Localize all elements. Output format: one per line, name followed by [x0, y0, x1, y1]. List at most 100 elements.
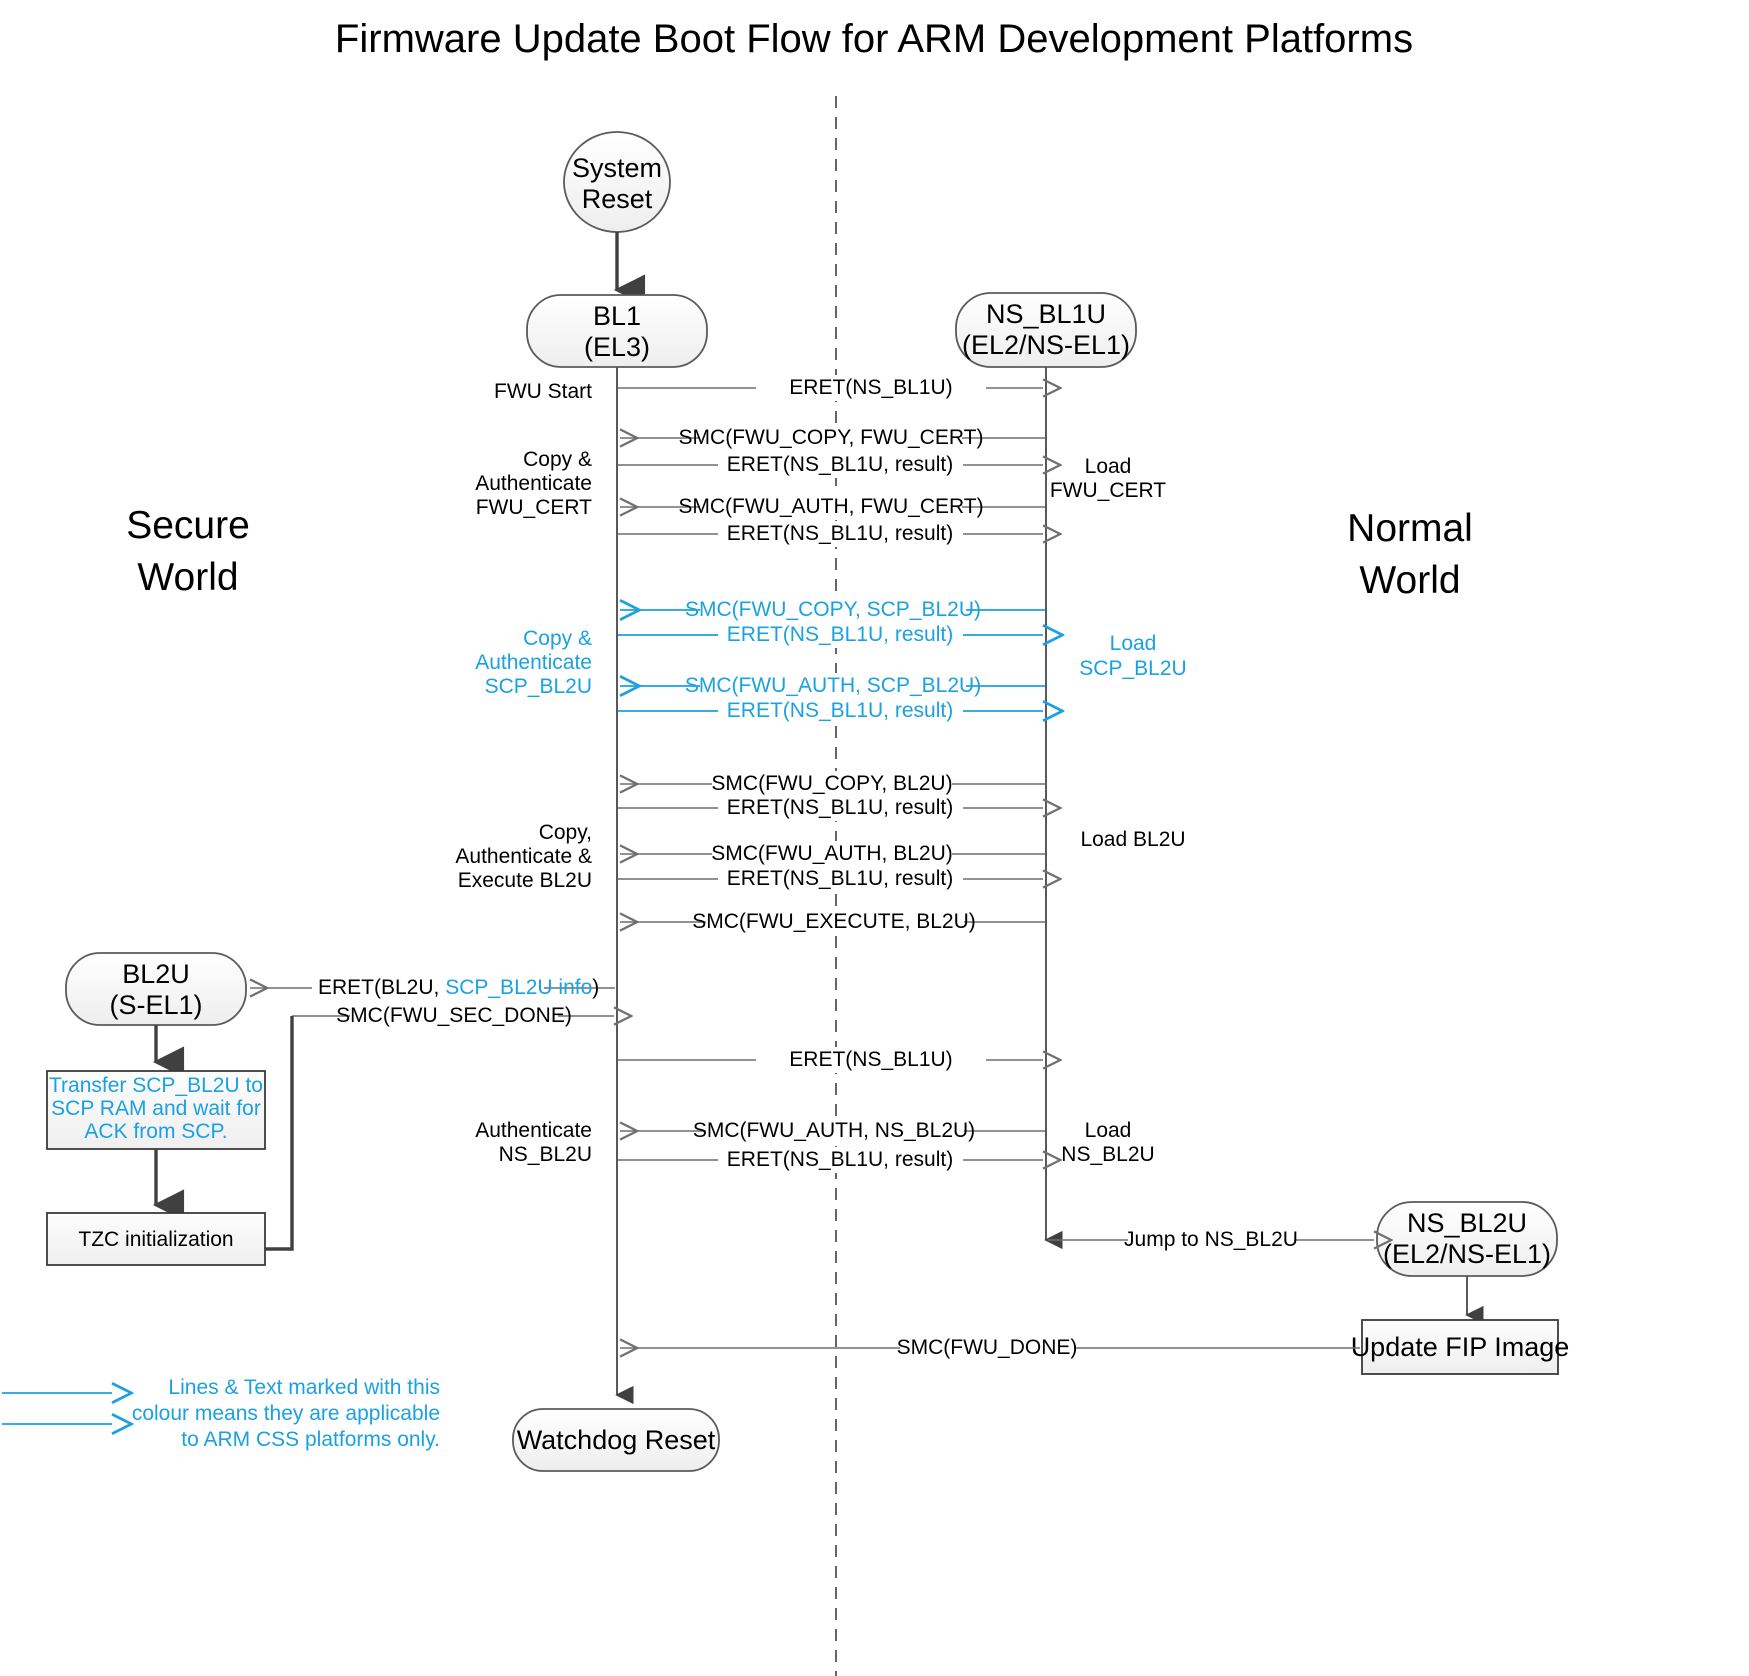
secure-world-label: Secure World: [126, 504, 250, 599]
svg-text:SCP_BL2U: SCP_BL2U: [485, 675, 592, 698]
svg-text:(EL3): (EL3): [584, 332, 650, 362]
svg-text:ACK from SCP.: ACK from SCP.: [84, 1120, 227, 1143]
svg-text:Transfer SCP_BL2U to: Transfer SCP_BL2U to: [49, 1074, 263, 1097]
m15-part-c: ): [592, 976, 599, 999]
message-m3: ERET(NS_BL1U, result): [618, 452, 1043, 478]
svg-text:Normal: Normal: [1347, 507, 1473, 550]
svg-text:Update FIP Image: Update FIP Image: [1351, 1332, 1570, 1362]
message-m4: SMC(FWU_AUTH, FWU_CERT): [620, 494, 1045, 520]
svg-text:(S-EL1): (S-EL1): [109, 990, 202, 1020]
svg-text:FWU_CERT: FWU_CERT: [1050, 479, 1166, 502]
svg-text:SMC(FWU_COPY, FWU_CERT): SMC(FWU_COPY, FWU_CERT): [679, 426, 984, 449]
svg-text:Authenticate: Authenticate: [475, 1119, 592, 1142]
svg-text:SMC(FWU_AUTH, NS_BL2U): SMC(FWU_AUTH, NS_BL2U): [693, 1119, 975, 1142]
message-m20: Jump to NS_BL2U: [1048, 1227, 1374, 1253]
svg-text:(EL2/NS-EL1): (EL2/NS-EL1): [962, 330, 1130, 360]
legend-line-3: to ARM CSS platforms only.: [181, 1428, 440, 1451]
svg-text:SMC(FWU_EXECUTE, BL2U): SMC(FWU_EXECUTE, BL2U): [692, 910, 976, 933]
side-label-copy-auth-scpbl2u: Copy & Authenticate SCP_BL2U: [475, 627, 592, 698]
svg-text:Copy &: Copy &: [523, 448, 592, 471]
legend-line-1: Lines & Text marked with this: [168, 1376, 440, 1399]
message-m6: SMC(FWU_COPY, SCP_BL2U): [620, 597, 1045, 623]
svg-text:BL1: BL1: [593, 301, 641, 331]
svg-text:ERET(BL2U, SCP_BL2U info): ERET(BL2U, SCP_BL2U info): [318, 976, 599, 999]
svg-text:ERET(NS_BL1U, result): ERET(NS_BL1U, result): [727, 796, 953, 819]
svg-text:Execute BL2U: Execute BL2U: [458, 869, 592, 892]
svg-text:Watchdog Reset: Watchdog Reset: [517, 1425, 716, 1455]
svg-text:ERET(NS_BL1U): ERET(NS_BL1U): [789, 1048, 952, 1071]
svg-text:Secure: Secure: [126, 504, 250, 547]
node-system-reset[interactable]: System Reset: [563, 131, 671, 233]
node-watchdog-reset[interactable]: Watchdog Reset: [512, 1408, 720, 1472]
svg-text:Jump to NS_BL2U: Jump to NS_BL2U: [1124, 1228, 1298, 1251]
svg-text:NS_BL2U: NS_BL2U: [499, 1143, 592, 1166]
svg-text:Copy &: Copy &: [523, 627, 592, 650]
side-label-copy-auth-fwucert: Copy & Authenticate FWU_CERT: [475, 448, 592, 519]
svg-text:SCP RAM and wait for: SCP RAM and wait for: [51, 1097, 261, 1120]
svg-text:SMC(FWU_COPY, BL2U): SMC(FWU_COPY, BL2U): [711, 772, 952, 795]
message-m8: SMC(FWU_AUTH, SCP_BL2U): [620, 673, 1045, 699]
node-ns-bl1u[interactable]: NS_BL1U (EL2/NS-EL1): [955, 292, 1137, 368]
node-bl2u[interactable]: BL2U (S-EL1): [65, 952, 247, 1026]
message-m1: ERET(NS_BL1U): [618, 375, 1043, 401]
svg-text:SMC(FWU_AUTH, SCP_BL2U): SMC(FWU_AUTH, SCP_BL2U): [685, 674, 981, 697]
svg-text:NS_BL2U: NS_BL2U: [1407, 1208, 1527, 1238]
return-path-tzc-to-bl1: [265, 1016, 294, 1251]
page-title: Firmware Update Boot Flow for ARM Develo…: [335, 17, 1413, 61]
svg-text:SMC(FWU_COPY, SCP_BL2U): SMC(FWU_COPY, SCP_BL2U): [685, 598, 981, 621]
svg-text:ERET(NS_BL1U, result): ERET(NS_BL1U, result): [727, 522, 953, 545]
message-m18: SMC(FWU_AUTH, NS_BL2U): [620, 1118, 1045, 1144]
svg-text:NS_BL2U: NS_BL2U: [1061, 1143, 1154, 1166]
legend-line-2: colour means they are applicable: [132, 1402, 440, 1425]
svg-text:FWU_CERT: FWU_CERT: [476, 496, 592, 519]
side-label-load-bl2u: Load BL2U: [1080, 828, 1185, 851]
svg-text:ERET(NS_BL1U, result): ERET(NS_BL1U, result): [727, 623, 953, 646]
svg-text:TZC initialization: TZC initialization: [78, 1228, 233, 1251]
message-m14: SMC(FWU_EXECUTE, BL2U): [620, 909, 1045, 935]
node-update-fip-image[interactable]: Update FIP Image: [1351, 1319, 1570, 1375]
message-m2: SMC(FWU_COPY, FWU_CERT): [620, 425, 1045, 451]
side-label-load-scpbl2u: Load SCP_BL2U: [1079, 632, 1186, 680]
message-m7: ERET(NS_BL1U, result): [618, 622, 1043, 648]
svg-text:NS_BL1U: NS_BL1U: [986, 299, 1106, 329]
svg-text:Load: Load: [1110, 632, 1157, 655]
message-m5: ERET(NS_BL1U, result): [618, 521, 1043, 547]
message-m17: ERET(NS_BL1U): [618, 1047, 1043, 1073]
message-m16: SMC(FWU_SEC_DONE): [292, 1003, 614, 1029]
m15-part-b: SCP_BL2U info: [445, 976, 592, 999]
process-box-transfer-scp[interactable]: Transfer SCP_BL2U to SCP RAM and wait fo…: [46, 1070, 266, 1150]
normal-world-label: Normal World: [1347, 507, 1473, 602]
legend-css-colour: Lines & Text marked with this colour mea…: [2, 1376, 440, 1451]
side-label-authenticate-nsbl2u: Authenticate NS_BL2U: [475, 1119, 592, 1166]
svg-text:BL2U: BL2U: [122, 959, 190, 989]
m15-part-a: ERET(BL2U,: [318, 976, 445, 999]
node-ns-bl2u[interactable]: NS_BL2U (EL2/NS-EL1): [1376, 1201, 1558, 1277]
side-label-copy-auth-exec-bl2u: Copy, Authenticate & Execute BL2U: [455, 821, 592, 892]
message-m13: ERET(NS_BL1U, result): [618, 866, 1043, 892]
svg-text:(EL2/NS-EL1): (EL2/NS-EL1): [1383, 1239, 1551, 1269]
process-box-tzc-init[interactable]: TZC initialization: [46, 1212, 266, 1266]
svg-text:SMC(FWU_SEC_DONE): SMC(FWU_SEC_DONE): [336, 1004, 572, 1027]
svg-text:SMC(FWU_AUTH, BL2U): SMC(FWU_AUTH, BL2U): [711, 842, 953, 865]
svg-text:Reset: Reset: [582, 184, 653, 214]
svg-text:SMC(FWU_AUTH, FWU_CERT): SMC(FWU_AUTH, FWU_CERT): [678, 495, 983, 518]
svg-text:Authenticate: Authenticate: [475, 651, 592, 674]
svg-text:World: World: [137, 556, 238, 599]
message-m9: ERET(NS_BL1U, result): [618, 698, 1043, 724]
message-m19: ERET(NS_BL1U, result): [618, 1147, 1043, 1173]
svg-text:SMC(FWU_DONE): SMC(FWU_DONE): [897, 1336, 1078, 1359]
svg-text:Load: Load: [1085, 455, 1132, 478]
svg-text:ERET(NS_BL1U, result): ERET(NS_BL1U, result): [727, 1148, 953, 1171]
svg-text:ERET(NS_BL1U): ERET(NS_BL1U): [789, 376, 952, 399]
message-m12: SMC(FWU_AUTH, BL2U): [620, 841, 1045, 867]
side-label-fwu-start: FWU Start: [494, 380, 592, 403]
svg-text:Copy,: Copy,: [539, 821, 592, 844]
message-m10: SMC(FWU_COPY, BL2U): [620, 771, 1045, 797]
node-bl1[interactable]: BL1 (EL3): [526, 294, 708, 368]
svg-text:World: World: [1359, 559, 1460, 602]
side-label-load-fwucert: Load FWU_CERT: [1050, 455, 1166, 502]
svg-text:Authenticate &: Authenticate &: [455, 845, 592, 868]
svg-text:SCP_BL2U: SCP_BL2U: [1079, 657, 1186, 680]
